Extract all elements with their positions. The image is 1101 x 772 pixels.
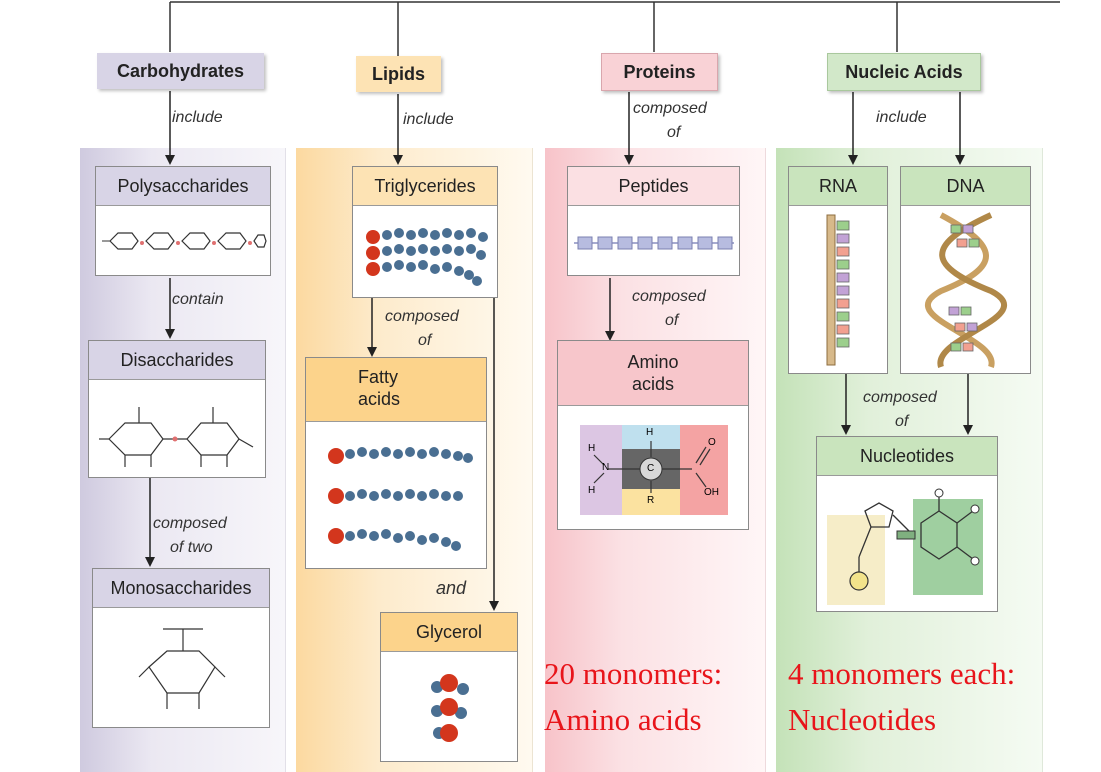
nucleotides-label: Nucleotides [859, 446, 955, 466]
triglycerides-title: Triglycerides [353, 167, 497, 206]
nucleic-composed-label-2: of [895, 413, 909, 430]
rna-title: RNA [789, 167, 887, 206]
peptides-title: Peptides [568, 167, 739, 206]
nucleotide-structure-icon [827, 488, 983, 605]
glycerol-label: Glycerol [415, 622, 482, 642]
fatty-acids-label-2: acids [358, 389, 401, 409]
carb-contain-label: contain [172, 291, 224, 308]
proteins-monomers-note-line-1: 20 monomers: [544, 656, 723, 691]
card-dna: DNA [900, 166, 1031, 374]
polysaccharides-title: Polysaccharides [96, 167, 270, 206]
triglyceride-molecule-icon [366, 228, 488, 286]
card-disaccharides: Disaccharides [88, 340, 266, 478]
fatty-acids-label-1: Fatty [358, 367, 399, 387]
amino-acid-bonds [593, 441, 711, 493]
fatty-acids-title: Fatty acids [306, 358, 486, 422]
amine-group-bg [580, 425, 622, 515]
amino-o: O [708, 437, 716, 448]
triglycerides-label: Triglycerides [374, 176, 476, 196]
card-rna: RNA [788, 166, 888, 374]
proteins-composed-label-1: composed [633, 100, 707, 117]
card-fatty-acids: Fatty acids [305, 357, 487, 569]
amino-r: R [647, 495, 655, 506]
amino-c: C [647, 463, 655, 474]
nucleic-composed-label-1: composed [863, 389, 937, 406]
amino-h-top: H [646, 427, 654, 438]
amino-acids-label-1: Amino [627, 352, 679, 372]
carb-composed-label-2: of two [170, 539, 213, 556]
header-lipids: Lipids [356, 56, 441, 92]
rna-strand-icon [826, 214, 850, 366]
amino-h-left-2: H [588, 485, 596, 496]
lipids-include-label: include [403, 111, 454, 128]
proteins-composed-label-2: of [667, 124, 681, 141]
amino-acids-title: Amino acids [558, 341, 748, 406]
dna-double-helix-icon [925, 212, 1007, 368]
dna-label: DNA [946, 176, 985, 196]
lipids-and-label: and [436, 578, 467, 598]
monosaccharide-structure-icon [138, 628, 226, 709]
fatty-acid-chains-icon [328, 447, 473, 551]
amino-acids-label-2: acids [631, 374, 675, 394]
amino-oh: OH [704, 487, 719, 498]
lipids-composed-label-1: composed [385, 308, 459, 325]
amino-n: N [602, 462, 610, 473]
nucleotides-title: Nucleotides [817, 437, 997, 476]
rna-label: RNA [818, 176, 857, 196]
monosaccharides-label: Monosaccharides [110, 578, 252, 598]
amino-h-left-1: H [588, 443, 596, 454]
card-amino-acids: Amino acids H H H N C R O OH [557, 340, 749, 530]
r-group-bg [622, 489, 680, 515]
monosaccharides-title: Monosaccharides [93, 569, 269, 608]
header-proteins: Proteins [601, 53, 718, 91]
header-proteins-label: Proteins [623, 61, 696, 82]
disaccharides-title: Disaccharides [89, 341, 265, 380]
carb-composed-label-1: composed [153, 515, 227, 532]
header-carbohydrates-label: Carbohydrates [116, 60, 245, 81]
polysaccharides-label: Polysaccharides [117, 176, 249, 196]
header-carbohydrates: Carbohydrates [97, 53, 264, 89]
nucleic-monomers-note-line-1: 4 monomers each: [788, 656, 1016, 691]
card-peptides: Peptides [567, 166, 740, 276]
header-nucleic-acids: Nucleic Acids [827, 53, 981, 91]
card-monosaccharides: Monosaccharides [92, 568, 270, 728]
peptides-composed-label-2: of [665, 312, 679, 329]
lipids-composed-label-2: of [418, 332, 432, 349]
card-polysaccharides: Polysaccharides [95, 166, 271, 276]
proteins-monomers-note-line-2: Amino acids [544, 702, 702, 737]
card-triglycerides: Triglycerides [352, 166, 498, 298]
header-lipids-label: Lipids [372, 63, 425, 84]
dna-title: DNA [901, 167, 1030, 206]
polysaccharide-chain-icon [102, 232, 267, 250]
peptides-composed-label-1: composed [632, 288, 706, 305]
carboxyl-group-bg [680, 425, 728, 515]
card-glycerol: Glycerol [380, 612, 518, 762]
carb-include-label: include [172, 109, 223, 126]
disaccharides-label: Disaccharides [120, 350, 234, 370]
card-nucleotides: Nucleotides [816, 436, 998, 612]
peptide-chain-icon [574, 236, 734, 250]
header-nucleic-acids-label: Nucleic Acids [845, 61, 963, 82]
nucleic-include-label: include [876, 109, 927, 126]
nucleic-monomers-note-line-2: Nucleotides [788, 702, 937, 737]
disaccharide-structure-icon [99, 407, 254, 467]
glycerol-title: Glycerol [381, 613, 517, 652]
glycerol-molecule-icon [431, 674, 469, 742]
peptides-label: Peptides [618, 176, 689, 196]
